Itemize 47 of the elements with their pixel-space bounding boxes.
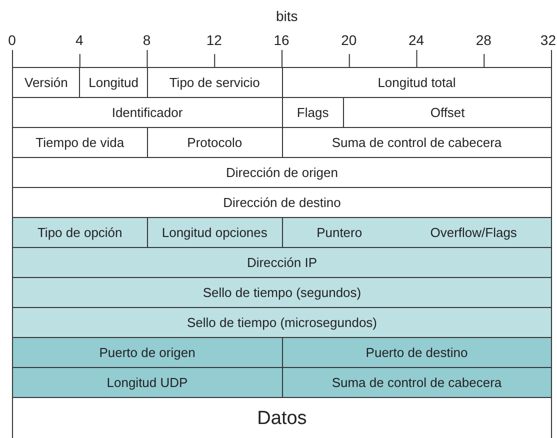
tick-label: 16 — [274, 32, 290, 48]
field-label: Puerto de destino — [364, 345, 469, 360]
data-field — [12, 397, 552, 438]
tick-label: 32 — [540, 32, 556, 48]
header-field — [12, 157, 552, 188]
tick-label: 20 — [341, 32, 357, 48]
field-label: Versión — [24, 75, 69, 90]
tick-label: 28 — [476, 32, 492, 48]
tick-label: 12 — [206, 32, 222, 48]
udp-field — [282, 367, 552, 398]
field-label: Longitud opciones — [160, 225, 268, 240]
tick-label: 8 — [142, 32, 151, 48]
field-label: Puntero — [316, 225, 364, 240]
option-field — [12, 247, 552, 278]
field-label: Flags — [296, 105, 330, 120]
option-field — [12, 307, 552, 338]
field-label: Tipo de servicio — [168, 75, 261, 90]
field-label: Dirección de destino — [222, 195, 342, 210]
field-label: Suma de control de cabecera — [330, 135, 503, 150]
tick-label: 4 — [75, 32, 84, 48]
field-label: Dirección IP — [246, 255, 318, 270]
field-label: Offset — [429, 105, 466, 120]
tick-label: 0 — [8, 32, 16, 48]
option-field — [146, 217, 282, 248]
field-label: Protocolo — [186, 135, 244, 150]
option-field — [12, 277, 552, 308]
axis-title: bits — [276, 8, 298, 24]
header-field — [12, 187, 552, 218]
field-label: Identificador — [110, 105, 184, 120]
field-label: Sello de tiempo (microsegundos) — [186, 315, 378, 330]
field-label: Longitud UDP — [106, 375, 189, 390]
udp-field — [12, 337, 282, 368]
field-label: Puerto de origen — [98, 345, 196, 360]
field-label: Datos — [256, 408, 308, 430]
field-label: Dirección de origen — [224, 165, 339, 180]
tick-label: 24 — [408, 32, 424, 48]
field-label: Sello de tiempo (segundos) — [202, 285, 362, 300]
field-label: Tiempo de vida — [34, 135, 126, 150]
field-label: Longitud total — [376, 75, 457, 90]
option-field — [282, 217, 552, 248]
option-field — [12, 217, 148, 248]
field-label: Suma de control de cabecera — [330, 375, 503, 390]
field-label: Longitud — [88, 75, 140, 90]
field-label: Tipo de opción — [36, 225, 124, 240]
udp-field — [282, 337, 552, 368]
udp-field — [12, 367, 282, 398]
field-label: Overflow/Flags — [429, 225, 518, 240]
